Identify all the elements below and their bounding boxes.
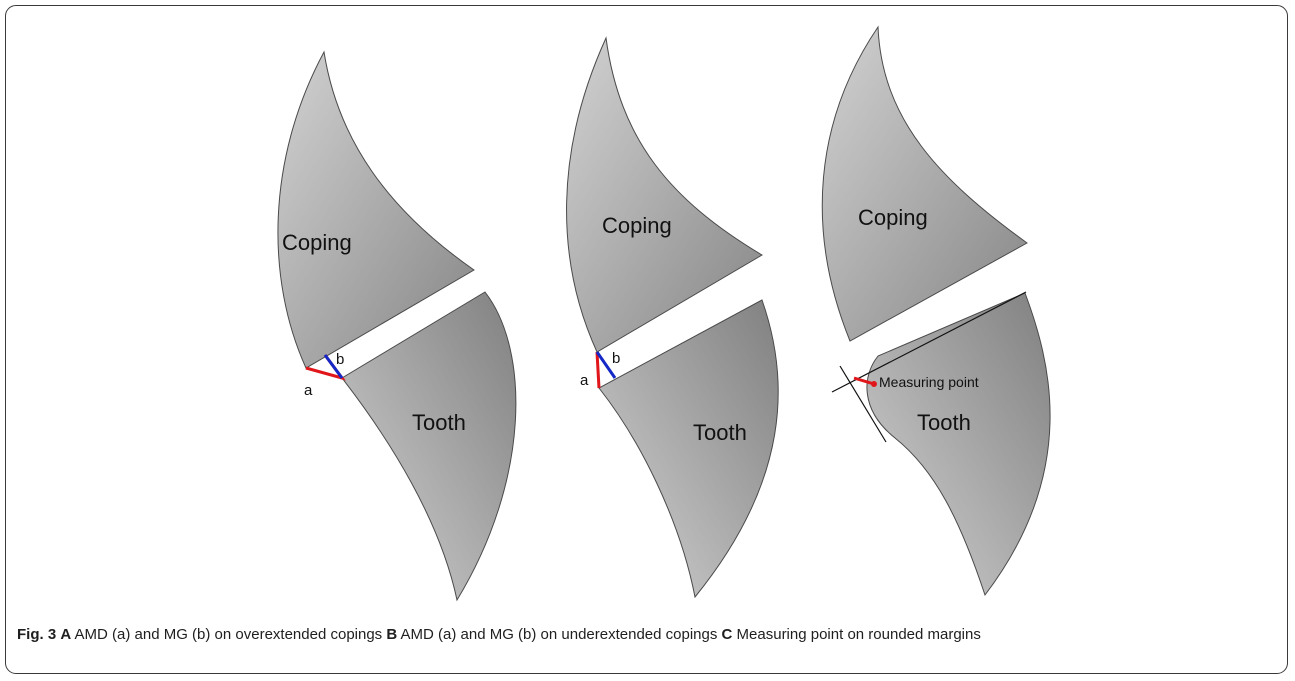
panel-c-measuring-label: Measuring point (879, 374, 979, 390)
panel-b-tooth-shape (598, 299, 779, 599)
panel-b: Coping Tooth a b (566, 36, 779, 599)
panel-b-mg-line (595, 351, 617, 379)
caption-text-c: Measuring point on rounded margins (732, 626, 981, 643)
panel-b-coping-label: Coping (602, 213, 672, 238)
panel-c-measuring-line (853, 376, 875, 386)
panel-c-tangent-line-side (839, 365, 887, 443)
caption-fig-label: Fig. 3 (17, 626, 57, 643)
panel-b-tooth-label: Tooth (693, 420, 747, 445)
panel-a-amd-letter: a (304, 382, 313, 399)
panel-c: Coping Tooth Measuring point (821, 25, 1051, 597)
panel-b-mg-letter: b (612, 350, 620, 367)
panel-c-measuring-dot (871, 381, 877, 387)
panel-a-tooth-label: Tooth (412, 410, 466, 435)
panel-b-coping-shape (566, 36, 763, 353)
panel-a: Coping Tooth a b (277, 50, 517, 602)
panel-c-tangent-line-top (831, 291, 1027, 393)
caption-label-a: A (60, 626, 72, 643)
panel-c-coping-label: Coping (858, 205, 928, 230)
panel-b-amd-letter: a (580, 372, 589, 389)
panel-a-mg-line (323, 354, 344, 379)
caption-label-c: C (721, 626, 733, 643)
panel-a-coping-shape (277, 50, 475, 369)
figure-frame (5, 5, 1288, 674)
caption-text-b: AMD (a) and MG (b) on underextended copi… (397, 626, 722, 643)
panel-a-coping-label: Coping (282, 230, 352, 255)
caption-text-a: AMD (a) and MG (b) on overextended copin… (71, 626, 387, 643)
panel-c-coping-shape (821, 25, 1028, 342)
panel-a-mg-letter: b (336, 351, 344, 368)
caption-label-b: B (386, 626, 398, 643)
panel-b-amd-line (595, 351, 601, 389)
panel-a-tooth-shape (341, 291, 517, 602)
panel-c-tooth-label: Tooth (917, 410, 971, 435)
figure-caption: Fig. 3 A AMD (a) and MG (b) on overexten… (17, 624, 1272, 646)
panel-c-tooth-shape (866, 292, 1051, 597)
